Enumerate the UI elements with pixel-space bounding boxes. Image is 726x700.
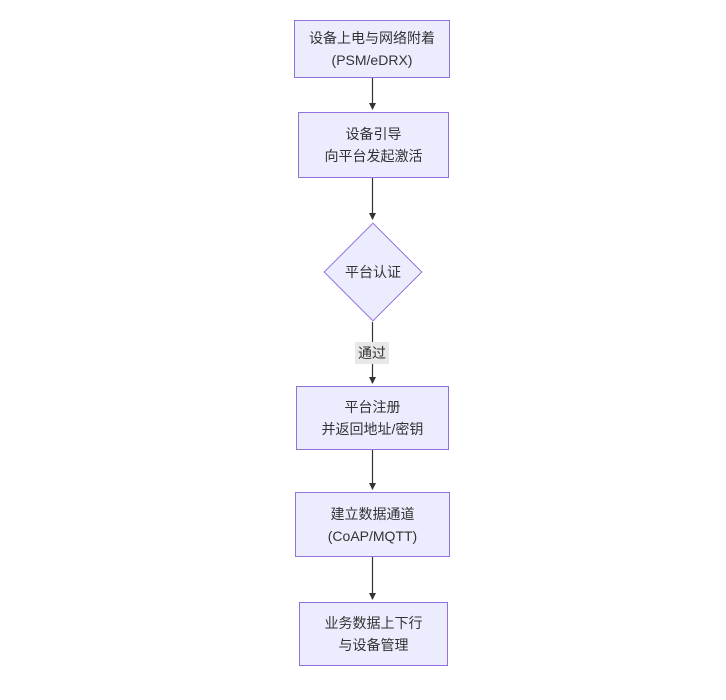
node-bootstrap: 设备引导 向平台发起激活: [298, 112, 449, 178]
node-business-line2: 与设备管理: [338, 637, 409, 653]
node-business: 业务数据上下行 与设备管理: [299, 602, 448, 666]
node-data-channel-line2: (CoAP/MQTT): [327, 527, 418, 544]
node-register-line1: 平台注册: [344, 399, 401, 415]
node-power-attach-line1: 设备上电与网络附着: [309, 30, 435, 46]
node-data-channel: 建立数据通道 (CoAP/MQTT): [295, 492, 450, 557]
node-data-channel-line1: 建立数据通道: [330, 505, 415, 522]
node-power-attach: 设备上电与网络附着 (PSM/eDRX): [294, 20, 450, 78]
node-bootstrap-line1: 设备引导: [345, 126, 402, 142]
node-register-line2: 并返回地址/密钥: [321, 421, 424, 437]
node-register: 平台注册 并返回地址/密钥: [296, 386, 449, 450]
node-power-attach-line2: (PSM/eDRX): [331, 52, 413, 68]
node-platform-auth: 平台认证: [323, 222, 423, 322]
node-platform-auth-label: 平台认证: [345, 264, 401, 280]
edge-label-pass: 通过: [355, 342, 389, 364]
node-business-line1: 业务数据上下行: [324, 615, 423, 631]
node-bootstrap-line2: 向平台发起激活: [324, 148, 423, 164]
